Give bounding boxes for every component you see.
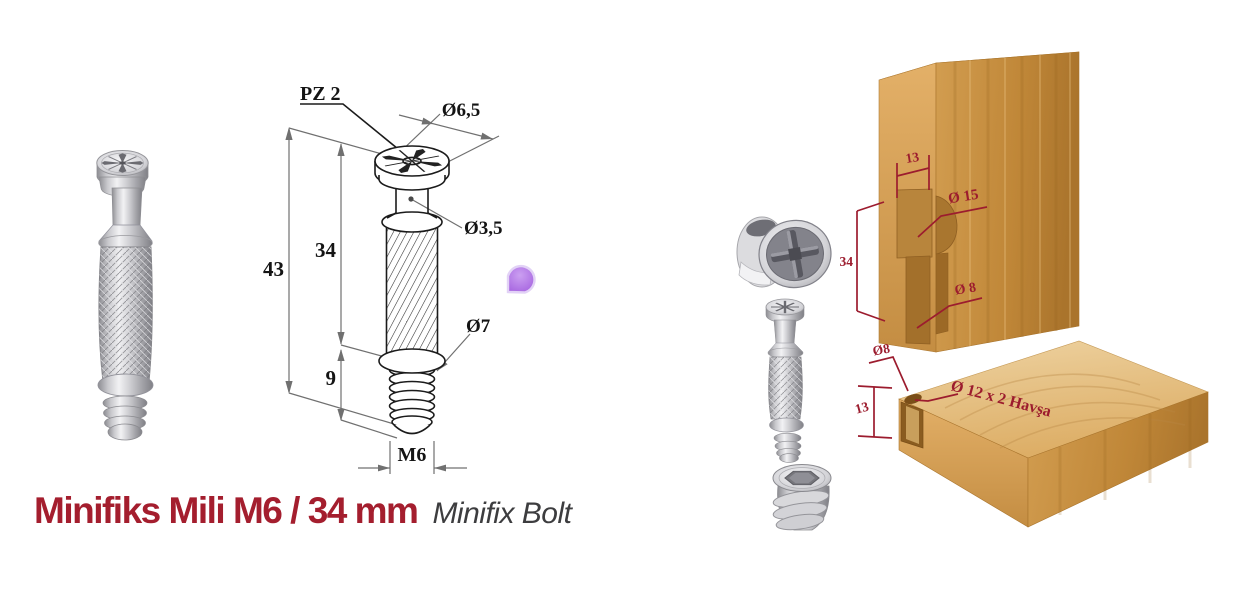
dim-cam-hole: Ø 15 [947, 187, 980, 208]
dim-flange-diameter: Ø7 [466, 316, 491, 337]
vertical-panel [878, 51, 1080, 353]
cam-lock [736, 216, 832, 289]
dim-shank-length: 34 [315, 238, 337, 262]
product-title: Minifiks Mili M6 / 34 mm Minifix Bolt [34, 490, 572, 532]
purple-marker [506, 264, 536, 294]
horizontal-panel [898, 340, 1209, 528]
dim-drill-depth: 34 [840, 254, 854, 269]
dim-face-hole: Ø8 [871, 341, 891, 359]
dim-thread-length: 9 [326, 366, 337, 390]
thread-rings [388, 362, 436, 435]
dim-edge-depth: 13 [853, 399, 870, 417]
dim-edge-hole: Ø 8 [954, 280, 977, 298]
pozidriv-star-drawing [381, 148, 443, 174]
bolt-outline [374, 145, 450, 435]
product-title-sub: Minifix Bolt [432, 497, 572, 530]
dim-thread-size: M6 [398, 444, 427, 466]
dowel-insert [772, 464, 832, 531]
bolt-photo [96, 150, 154, 441]
pozidriv-star-photo [101, 153, 144, 173]
cam-phillips-cross [770, 230, 819, 279]
dim-neck-diameter: Ø3,5 [464, 218, 503, 239]
assembly-bolt [765, 298, 805, 463]
technical-drawing: PZ 2 Ø6,5 Ø3,5 43 34 9 Ø7 M6 [263, 83, 503, 474]
dim-drive-type: PZ 2 [300, 83, 341, 105]
thread-tip-photo [102, 395, 148, 441]
assembly-diagram: 13 Ø 15 34 Ø 8 Ø8 13 Ø 12 x 2 Havşa [736, 51, 1209, 531]
dim-total-length: 43 [263, 257, 284, 281]
dim-notch-width: 13 [904, 149, 920, 166]
panel-dimensions: 13 Ø 15 34 Ø 8 [840, 149, 988, 329]
dim-head-diameter: Ø6,5 [442, 100, 481, 121]
hex-socket [784, 470, 820, 486]
product-title-main: Minifiks Mili M6 / 34 mm [34, 490, 419, 531]
